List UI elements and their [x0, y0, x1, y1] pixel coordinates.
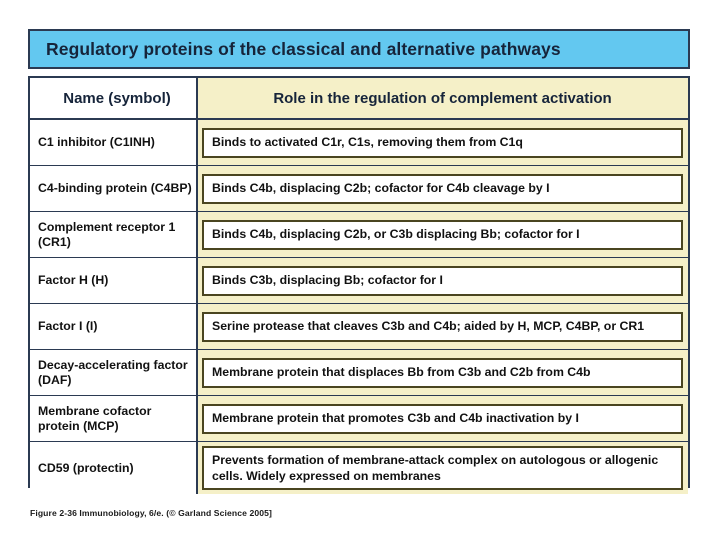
row-name-cell: Factor I (I): [30, 304, 198, 349]
row-role-box: Binds C4b, displacing C2b, or C3b displa…: [202, 219, 683, 250]
column-header-name: Name (symbol): [30, 78, 198, 118]
row-role-label: Binds C4b, displacing C2b, or C3b displa…: [212, 227, 580, 242]
row-name-cell: C1 inhibitor (C1INH): [30, 120, 198, 165]
figure-title-bar: Regulatory proteins of the classical and…: [28, 29, 690, 69]
row-name-cell: Factor H (H): [30, 258, 198, 303]
row-name-cell: Membrane cofactor protein (MCP): [30, 396, 198, 441]
row-role-label: Binds C3b, displacing Bb; cofactor for I: [212, 273, 443, 288]
row-role-box: Membrane protein that displaces Bb from …: [202, 357, 683, 388]
figure-title: Regulatory proteins of the classical and…: [46, 38, 561, 59]
row-name-cell: Complement receptor 1 (CR1): [30, 212, 198, 257]
row-role-cell: Serine protease that cleaves C3b and C4b…: [198, 304, 688, 349]
row-name-cell: C4-binding protein (C4BP): [30, 166, 198, 211]
table-row: Complement receptor 1 (CR1) Binds C4b, d…: [30, 212, 688, 258]
row-role-label: Membrane protein that promotes C3b and C…: [212, 411, 579, 426]
column-header-name-label: Name (symbol): [63, 89, 171, 107]
table-row: Membrane cofactor protein (MCP) Membrane…: [30, 396, 688, 442]
regulatory-proteins-table: Name (symbol) Role in the regulation of …: [28, 76, 690, 494]
row-role-box: Prevents formation of membrane-attack co…: [202, 445, 683, 491]
row-role-box: Membrane protein that promotes C3b and C…: [202, 403, 683, 434]
table-row: C1 inhibitor (C1INH) Binds to activated …: [30, 120, 688, 166]
table-row: Decay-accelerating factor (DAF) Membrane…: [30, 350, 688, 396]
row-name-cell: Decay-accelerating factor (DAF): [30, 350, 198, 395]
row-role-label: Binds C4b, displacing C2b; cofactor for …: [212, 181, 550, 196]
row-role-label: Membrane protein that displaces Bb from …: [212, 365, 591, 380]
row-name-label: C4-binding protein (C4BP): [38, 181, 192, 196]
column-header-role-label: Role in the regulation of complement act…: [273, 89, 612, 107]
row-name-label: CD59 (protectin): [38, 460, 134, 475]
row-role-box: Binds C4b, displacing C2b; cofactor for …: [202, 173, 683, 204]
row-role-cell: Binds to activated C1r, C1s, removing th…: [198, 120, 688, 165]
row-role-box: Serine protease that cleaves C3b and C4b…: [202, 311, 683, 342]
row-name-label: Decay-accelerating factor (DAF): [38, 358, 188, 387]
table-body: C1 inhibitor (C1INH) Binds to activated …: [28, 120, 690, 494]
row-role-label: Binds to activated C1r, C1s, removing th…: [212, 135, 523, 150]
row-name-label: C1 inhibitor (C1INH): [38, 135, 155, 150]
row-role-cell: Membrane protein that promotes C3b and C…: [198, 396, 688, 441]
row-role-cell: Membrane protein that displaces Bb from …: [198, 350, 688, 395]
row-name-label: Membrane cofactor protein (MCP): [38, 404, 152, 433]
row-role-label: Serine protease that cleaves C3b and C4b…: [212, 319, 645, 334]
column-header-role: Role in the regulation of complement act…: [198, 78, 688, 118]
row-role-box: Binds C3b, displacing Bb; cofactor for I: [202, 265, 683, 296]
row-role-cell: Binds C3b, displacing Bb; cofactor for I: [198, 258, 688, 303]
figure-caption: Figure 2-36 Immunobiology, 6/e. (© Garla…: [30, 508, 272, 518]
row-name-label: Complement receptor 1 (CR1): [38, 220, 176, 249]
table-row: CD59 (protectin) Prevents formation of m…: [30, 442, 688, 494]
row-name-label: Factor I (I): [38, 319, 98, 334]
row-role-cell: Binds C4b, displacing C2b; cofactor for …: [198, 166, 688, 211]
row-name-cell: CD59 (protectin): [30, 442, 198, 494]
table-row: C4-binding protein (C4BP) Binds C4b, dis…: [30, 166, 688, 212]
row-role-box: Binds to activated C1r, C1s, removing th…: [202, 127, 683, 158]
row-name-label: Factor H (H): [38, 273, 109, 288]
table-row: Factor I (I) Serine protease that cleave…: [30, 304, 688, 350]
row-role-cell: Binds C4b, displacing C2b, or C3b displa…: [198, 212, 688, 257]
row-role-label: Prevents formation of membrane-attack co…: [212, 452, 659, 483]
table-row: Factor H (H) Binds C3b, displacing Bb; c…: [30, 258, 688, 304]
table-header-row: Name (symbol) Role in the regulation of …: [28, 76, 690, 120]
row-role-cell: Prevents formation of membrane-attack co…: [198, 442, 688, 494]
